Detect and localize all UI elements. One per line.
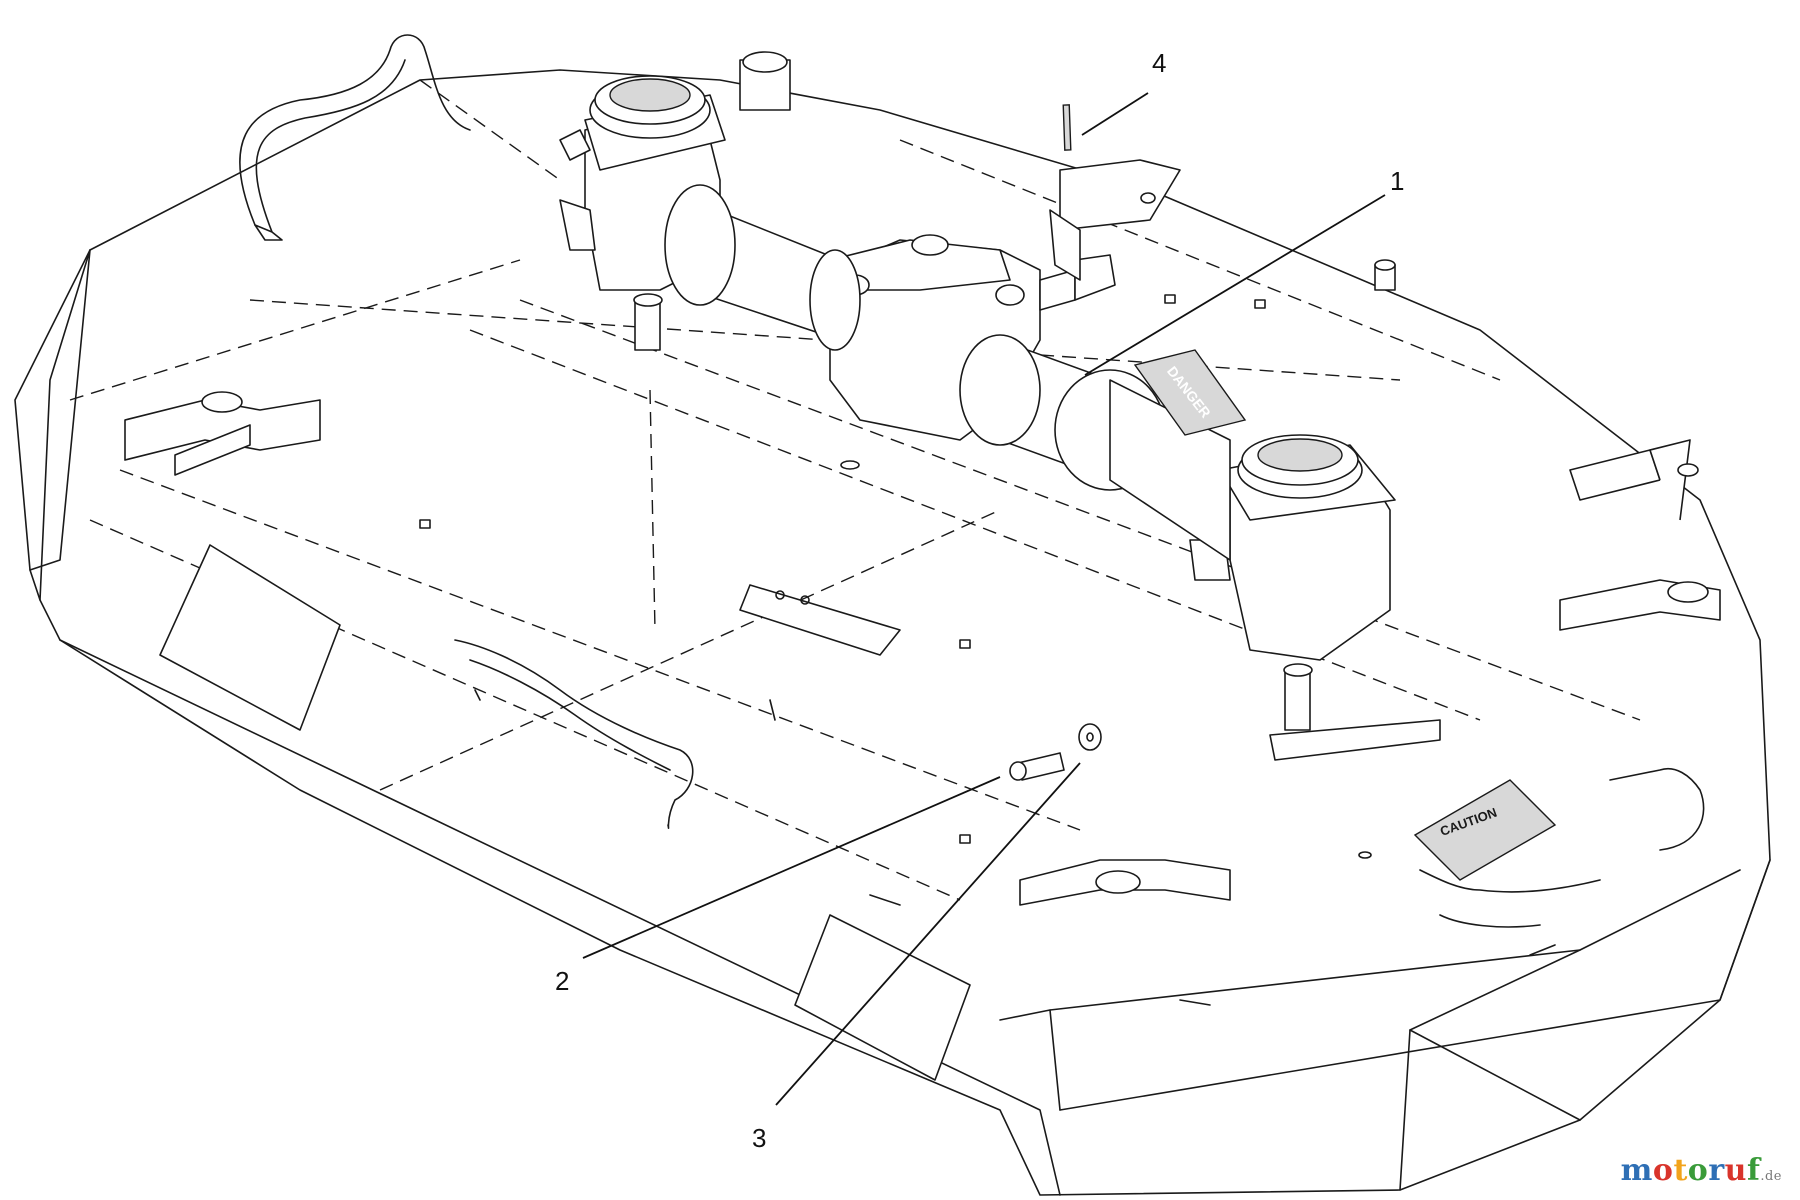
deck-shell <box>14 69 1771 1196</box>
right-gearbox <box>1189 434 1396 731</box>
watermark-letter: r <box>1708 1153 1725 1188</box>
callout-3: 3 <box>752 1123 767 1153</box>
watermark-letter: o <box>1687 1153 1709 1188</box>
watermark-letter: m <box>1620 1153 1653 1188</box>
callout-1: 1 <box>1390 166 1405 196</box>
left-gearbox <box>559 75 726 351</box>
watermark-letter: o <box>1652 1153 1674 1188</box>
part-4-roll-pin <box>1062 92 1149 151</box>
watermark-tld: .de <box>1760 1169 1782 1184</box>
watermark-brand: motoruf <box>1621 1153 1761 1188</box>
watermark-letter: t <box>1673 1153 1688 1188</box>
right-handle <box>1419 768 1705 928</box>
watermark-letter: f <box>1746 1153 1761 1188</box>
part-1-leader <box>1084 194 1386 376</box>
mounting-brackets <box>124 51 1721 906</box>
danger-decal: DANGER <box>1133 349 1247 436</box>
motoruf-watermark: motoruf.de <box>1621 1153 1782 1188</box>
part-3-washer <box>775 723 1102 1106</box>
caution-decal: CAUTION <box>1413 779 1557 881</box>
part-2-grease-fitting <box>582 752 1065 959</box>
deck-hardware <box>419 294 1556 1006</box>
watermark-letter: u <box>1724 1153 1747 1188</box>
left-handle <box>239 34 471 241</box>
callout-4: 4 <box>1152 48 1167 78</box>
callout-2: 2 <box>555 966 570 996</box>
front-handle <box>454 639 694 829</box>
cover-plates <box>159 544 971 1081</box>
